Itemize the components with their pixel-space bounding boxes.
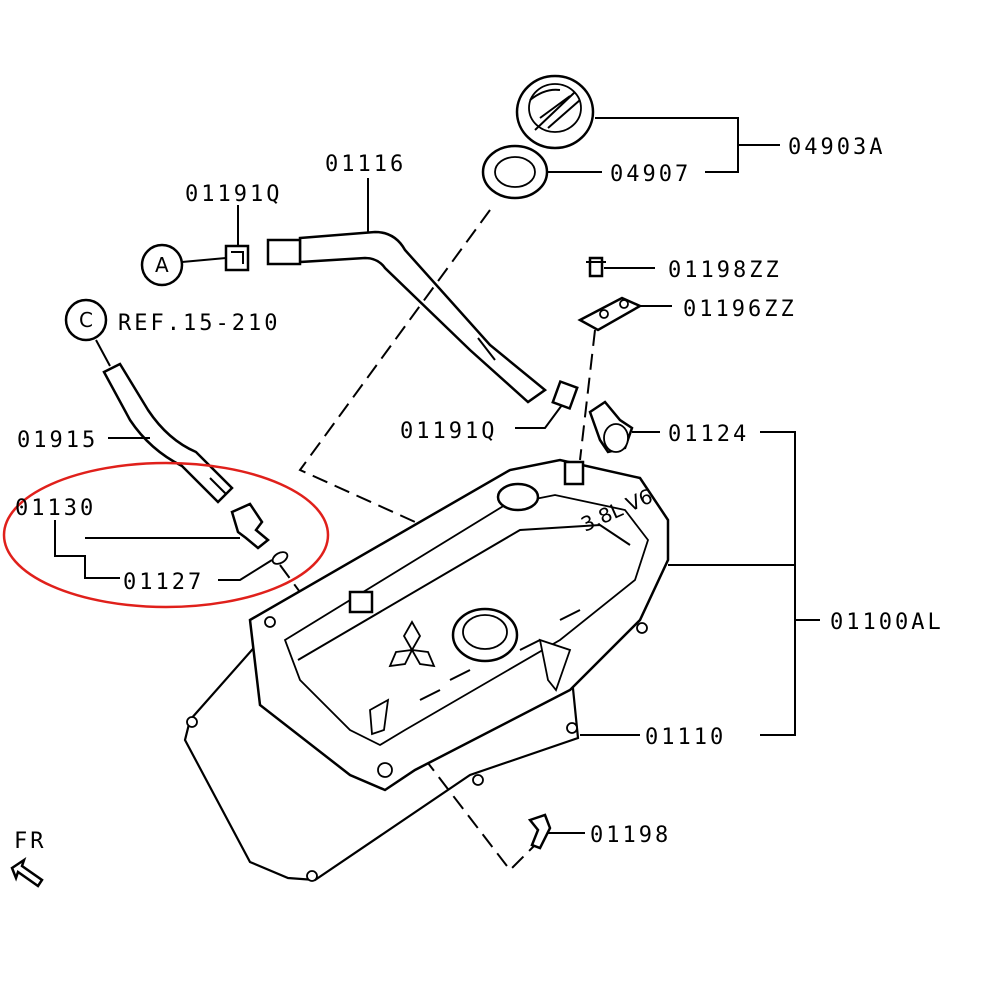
- label-01191q-mid: 01191Q: [400, 419, 497, 444]
- label-01198: 01198: [590, 823, 671, 848]
- leader-01191q-mid: [515, 404, 563, 429]
- label-01100al: 01100AL: [830, 610, 944, 635]
- bolt-01198: [527, 813, 552, 850]
- label-01191q-top: 01191Q: [185, 182, 282, 207]
- bracket-01100al: [760, 431, 796, 736]
- alignment-line-bracket: [579, 329, 596, 461]
- label-fr: FR: [14, 829, 47, 854]
- callout-a-circle: [140, 243, 184, 287]
- alignment-line-filler: [298, 209, 491, 541]
- label-01110: 01110: [645, 725, 726, 750]
- bracket-01130: [54, 520, 120, 579]
- ventilation-hose: [102, 362, 234, 504]
- leader-c: [95, 339, 111, 367]
- front-arrow-icon: [10, 856, 44, 888]
- label-01130: 01130: [15, 496, 96, 521]
- callout-a-letter: A: [155, 253, 169, 277]
- bolt-01198zz: [586, 256, 606, 278]
- label-01124: 01124: [668, 422, 749, 447]
- callout-c-letter: C: [79, 308, 93, 332]
- leader-a: [181, 257, 227, 263]
- callout-c-circle: [64, 298, 108, 342]
- filler-cap-gasket: [481, 144, 549, 200]
- label-04907: 04907: [610, 162, 691, 187]
- label-01116: 01116: [325, 152, 406, 177]
- label-ref: REF.15-210: [118, 311, 280, 336]
- rocker-cover: [183, 458, 670, 882]
- hose-clip-mid: [551, 379, 579, 411]
- pcv-grommet: [271, 551, 289, 565]
- highlight-ellipse: [2, 461, 330, 609]
- bracket-01196zz: [577, 296, 643, 332]
- label-01198zz: 01198ZZ: [668, 258, 782, 283]
- label-04903a: 04903A: [788, 135, 885, 160]
- hose-clip-top: [224, 244, 250, 272]
- leader-01127: [218, 559, 273, 581]
- label-01127: 01127: [123, 570, 204, 595]
- breather-hose: [266, 230, 548, 404]
- label-01196zz: 01196ZZ: [683, 297, 797, 322]
- pcv-valve: [230, 502, 270, 550]
- elbow-01124: [588, 400, 634, 454]
- alignment-line-bolt: [394, 719, 536, 872]
- oil-filler-cap: [515, 74, 595, 150]
- label-01915: 01915: [17, 428, 98, 453]
